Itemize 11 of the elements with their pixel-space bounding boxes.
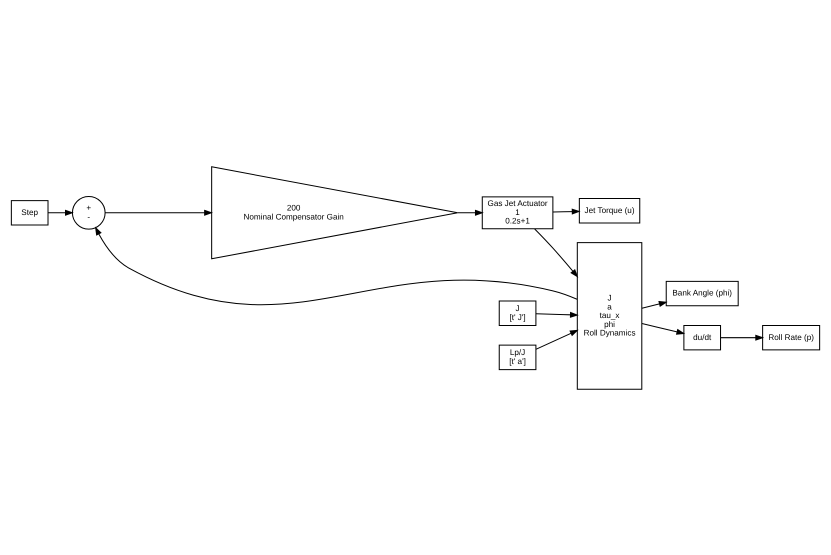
- arrow: [48, 209, 74, 216]
- arrow: [458, 209, 484, 216]
- arrow: [720, 334, 764, 340]
- arrow: [553, 208, 581, 214]
- arrow: [642, 300, 668, 308]
- arrow: [534, 228, 578, 278]
- arrow: [642, 322, 686, 334]
- arrow: [105, 209, 213, 216]
- arrow: [536, 311, 579, 318]
- arrow: [94, 226, 578, 304]
- arrow: [536, 329, 579, 350]
